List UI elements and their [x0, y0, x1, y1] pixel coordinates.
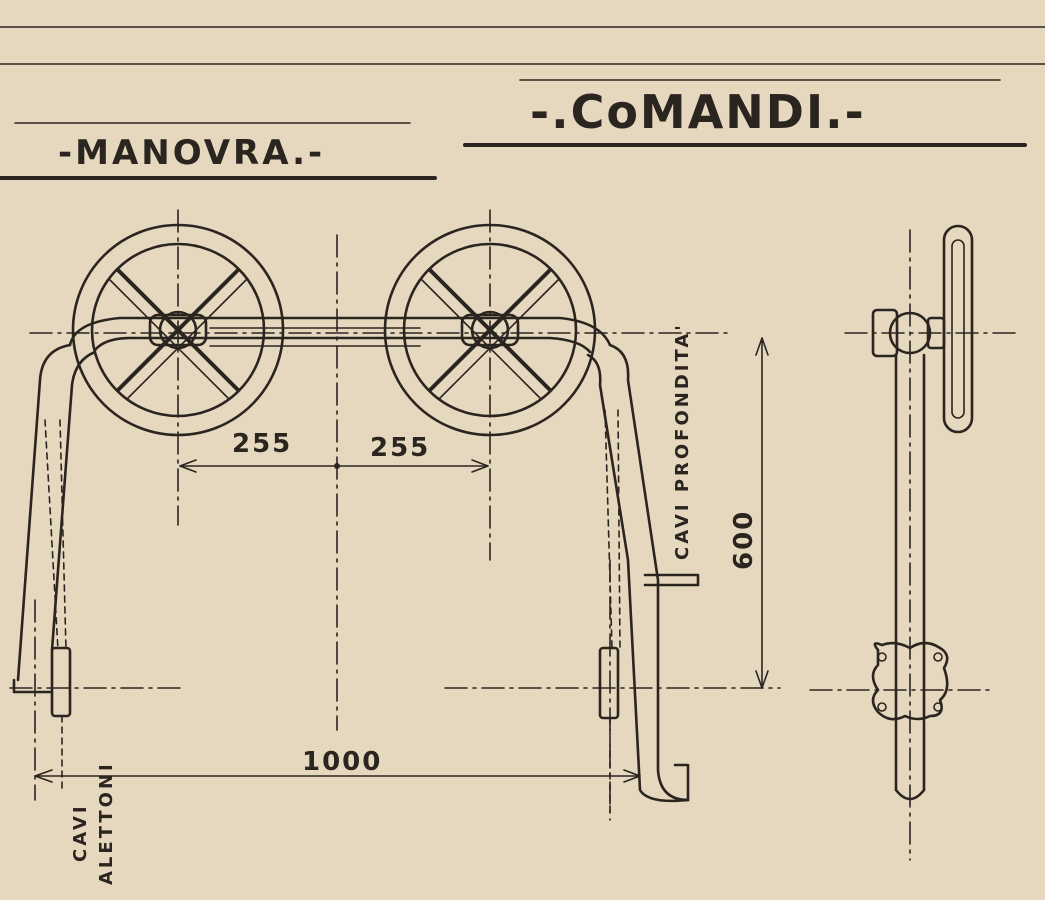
right-column-outer — [608, 343, 690, 802]
left-wheel-hub — [158, 310, 198, 350]
note-alettoni: ALETTONI — [96, 761, 117, 885]
left-handwheel — [71, 223, 285, 437]
right-wheel-spoke-2b — [439, 279, 559, 399]
dim-255-arrow-right — [471, 459, 489, 473]
left-cable-clamp — [50, 646, 72, 718]
left-column-inner — [50, 350, 97, 652]
left-wheel-spoke-1b — [109, 279, 229, 399]
right-wheel-spoke-2 — [428, 268, 552, 392]
left-wheel-rim-outer — [71, 223, 285, 437]
side-view-bolt-2 — [933, 652, 943, 662]
left-column-outer — [16, 343, 72, 682]
left-cable-1 — [44, 419, 59, 651]
side-view-hub-collar — [926, 316, 946, 350]
left-wheel-rim-inner — [90, 242, 266, 418]
right-wheel-hub — [470, 310, 510, 350]
dim-600-arrow-bottom — [755, 670, 769, 689]
title-comandi: -.CoMANDI.- — [530, 85, 866, 139]
side-view-hub-cap — [871, 308, 899, 358]
left-wheel-hub-block — [148, 313, 208, 347]
side-view — [871, 224, 974, 801]
right-handwheel — [383, 223, 597, 437]
dim-label-1000: 1000 — [302, 747, 382, 777]
left-column — [12, 343, 97, 791]
dimension-lines — [34, 337, 769, 783]
side-view-bolt-1 — [877, 652, 887, 662]
dim-label-left-255: 255 — [232, 429, 292, 459]
cross-tube-upper — [68, 316, 612, 347]
right-cable-clamp — [598, 646, 620, 720]
cross-tube-lower — [93, 336, 592, 354]
dim-255-midpoint — [334, 463, 340, 469]
left-cable-2 — [59, 419, 67, 651]
side-view-column-end — [894, 788, 926, 801]
title-manovra: -MANOVRA.- — [58, 133, 325, 173]
right-wheel-rim-outer — [383, 223, 597, 437]
right-cable-2 — [617, 409, 621, 649]
side-view-wheel-inner — [951, 239, 965, 419]
frame-lines — [0, 26, 1045, 180]
right-column-inner — [586, 353, 690, 803]
right-wheel-spoke-1b — [421, 279, 541, 399]
right-column — [586, 343, 700, 816]
note-cavi-profondita: CAVI PROFONDITA' — [672, 322, 693, 560]
side-view-bolt-4 — [933, 702, 943, 712]
right-cable-1 — [604, 409, 613, 649]
left-wheel-spoke-2 — [116, 268, 240, 392]
right-wheel-rim-inner — [402, 242, 578, 418]
right-bracket — [643, 573, 700, 587]
left-base-foot — [12, 678, 54, 694]
dim-1000-arrow-left — [34, 769, 53, 783]
dim-label-right-255: 255 — [370, 433, 430, 463]
right-foot-hook — [673, 763, 690, 802]
dim-label-600: 600 — [729, 510, 759, 570]
side-view-bolt-3 — [877, 702, 887, 712]
side-view-base-plate — [871, 641, 949, 721]
left-wheel-spoke-2b — [127, 279, 247, 399]
note-cavi: CAVI — [70, 803, 91, 862]
side-view-wheel — [942, 224, 974, 434]
dim-1000-arrow-right — [623, 769, 641, 783]
dim-255-arrow-left — [179, 459, 197, 473]
center-lines — [9, 209, 1021, 861]
side-view-hub-ball — [888, 311, 932, 355]
dim-600-arrow-top — [755, 337, 769, 356]
right-wheel-hub-block — [460, 313, 520, 347]
